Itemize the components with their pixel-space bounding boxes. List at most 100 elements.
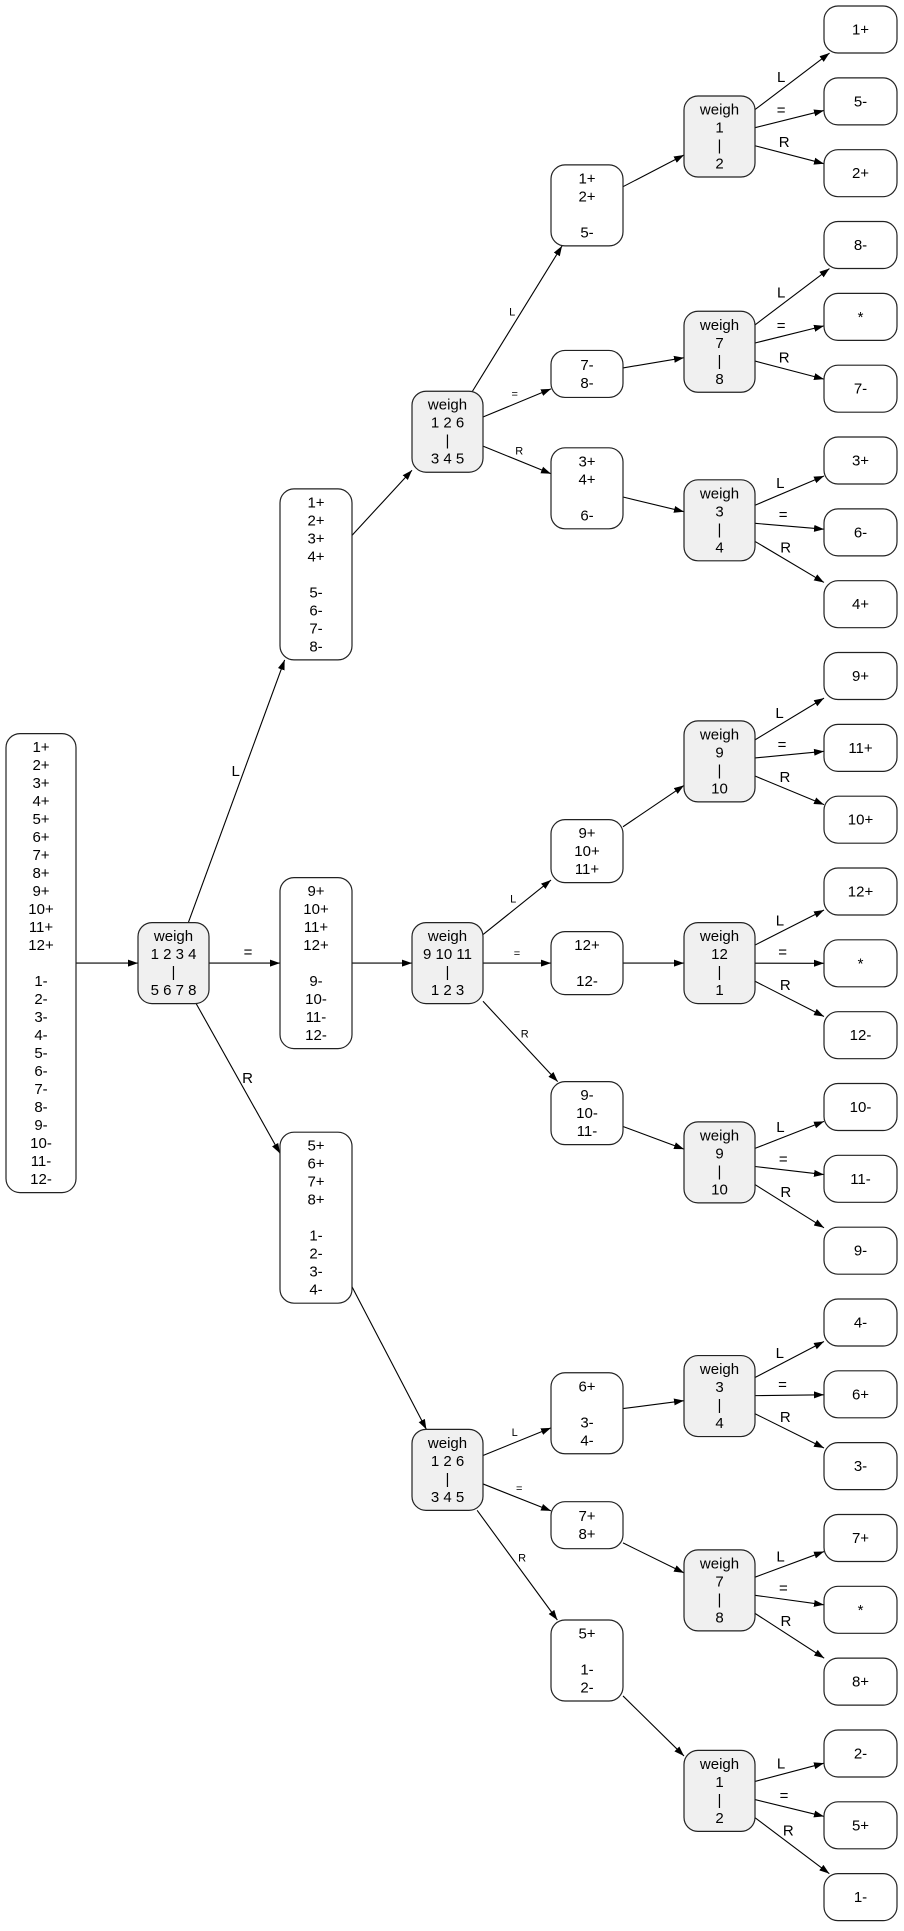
- node-label-line: |: [718, 353, 722, 370]
- node-box: [823, 1154, 898, 1203]
- node-label-line: weigh: [427, 397, 467, 414]
- edge-arrow: [351, 469, 413, 536]
- node-label-line: *: [858, 1602, 864, 1619]
- node-label-line: |: [446, 1471, 450, 1488]
- node-label-line: 12-: [576, 973, 598, 990]
- edge-label: =: [778, 944, 787, 961]
- node-label-line: |: [718, 521, 722, 538]
- result-node: 9+: [823, 651, 898, 701]
- node-label-line: 3 4 5: [431, 451, 464, 468]
- node-label-line: 11-: [306, 1009, 327, 1026]
- node-label-line: 11+: [29, 919, 54, 936]
- node-label-line: 6+: [852, 1386, 869, 1403]
- node-label-line: 12: [711, 946, 728, 963]
- node-label-line: 10: [711, 1181, 728, 1198]
- candidate-set-node: 12+12-: [550, 930, 624, 996]
- result-node: 8+: [823, 1657, 898, 1706]
- node-label-line: 12-: [305, 1027, 327, 1044]
- node-box: [550, 819, 624, 884]
- node-label-line: 3-: [580, 1414, 593, 1431]
- node-box: [683, 1749, 756, 1832]
- node-label-line: 7-: [854, 381, 867, 398]
- candidate-set-node: 9+10+11+: [550, 819, 624, 884]
- node-label-line: 4-: [309, 1282, 322, 1299]
- node-label-line: *: [858, 955, 864, 972]
- node-box: [279, 1131, 353, 1304]
- node-label-line: 7: [715, 335, 723, 352]
- node-label-line: 7: [715, 1573, 723, 1590]
- edge-arrow: [754, 1413, 825, 1449]
- result-node: 10-: [823, 1082, 898, 1132]
- node-box: [137, 921, 210, 1005]
- result-node: 1+: [823, 5, 898, 54]
- edge-arrow: [622, 784, 685, 828]
- edge-arrow: [476, 1510, 558, 1621]
- node-box: [823, 1082, 898, 1132]
- node-label-line: 11+: [848, 740, 873, 757]
- node-label-line: weigh: [699, 1756, 739, 1773]
- node-label-line: 2-: [309, 1246, 322, 1263]
- edge-label: L: [776, 1119, 784, 1136]
- node-label-line: 1 2 6: [431, 415, 464, 432]
- node-box: [550, 1372, 624, 1455]
- edge-arrow: [622, 496, 685, 513]
- node-box: [823, 220, 898, 270]
- node-label-line: 1: [715, 120, 723, 137]
- node-label-line: |: [718, 1792, 722, 1809]
- result-node: 2+: [823, 149, 898, 198]
- node-label-line: 3-: [34, 1009, 47, 1026]
- edge-arrow: [622, 154, 685, 188]
- node-label-line: 2+: [852, 165, 869, 182]
- node-label-line: 7+: [578, 1508, 595, 1525]
- node-box: [411, 390, 484, 473]
- edge-label: L: [776, 913, 784, 930]
- node-box: [823, 651, 898, 701]
- node-box: [550, 349, 624, 399]
- edge-arrow: [754, 1391, 825, 1399]
- node-label-line: 5-: [580, 224, 593, 241]
- node-box: [823, 939, 898, 988]
- node-label-line: |: [718, 138, 722, 155]
- node-label-line: 1+: [307, 494, 324, 511]
- nodes: 1+2+3+4+5+6+7+8+9+10+11+12+1-2-3-4-5-6-7…: [5, 5, 898, 1922]
- candidate-set-node: 9-10-11-: [550, 1081, 624, 1146]
- edge-label: R: [518, 1553, 526, 1565]
- node-label-line: 3 4 5: [431, 1489, 464, 1506]
- edge-arrow: [622, 1695, 685, 1757]
- node-label-line: 10: [711, 780, 728, 797]
- edge-arrow: [471, 245, 563, 392]
- node-label-line: weigh: [699, 1555, 739, 1572]
- node-label-line: |: [718, 964, 722, 981]
- node-label-line: |: [718, 1163, 722, 1180]
- edge-arrow: [482, 1483, 552, 1512]
- node-label-line: 9-: [34, 1117, 47, 1134]
- node-label-line: 8+: [852, 1674, 869, 1691]
- edge-arrow: [754, 697, 825, 741]
- edge-label: L: [777, 1755, 785, 1772]
- edge-arrow: [622, 1398, 685, 1410]
- node-label-line: 10-: [576, 1105, 598, 1122]
- node-box: [823, 5, 898, 54]
- node-box: [823, 149, 898, 198]
- node-label-line: 7+: [307, 1174, 324, 1191]
- node-label-line: 6+: [32, 829, 49, 846]
- node-box: [823, 77, 898, 126]
- edge-arrow: [754, 540, 825, 583]
- edge-label: =: [516, 1483, 522, 1495]
- node-label-line: 10-: [30, 1135, 52, 1152]
- edge-label: L: [232, 763, 240, 780]
- node-label-line: 1 2 6: [431, 1453, 464, 1470]
- edge-label: R: [515, 445, 523, 457]
- edge-label: =: [779, 1151, 788, 1168]
- result-node: 11+: [823, 723, 898, 772]
- edge-label: =: [778, 1376, 787, 1393]
- result-node: 2-: [823, 1729, 898, 1778]
- node-label-line: 3+: [852, 453, 869, 470]
- node-box: [823, 1011, 898, 1060]
- node-label-line: 2: [715, 1810, 723, 1827]
